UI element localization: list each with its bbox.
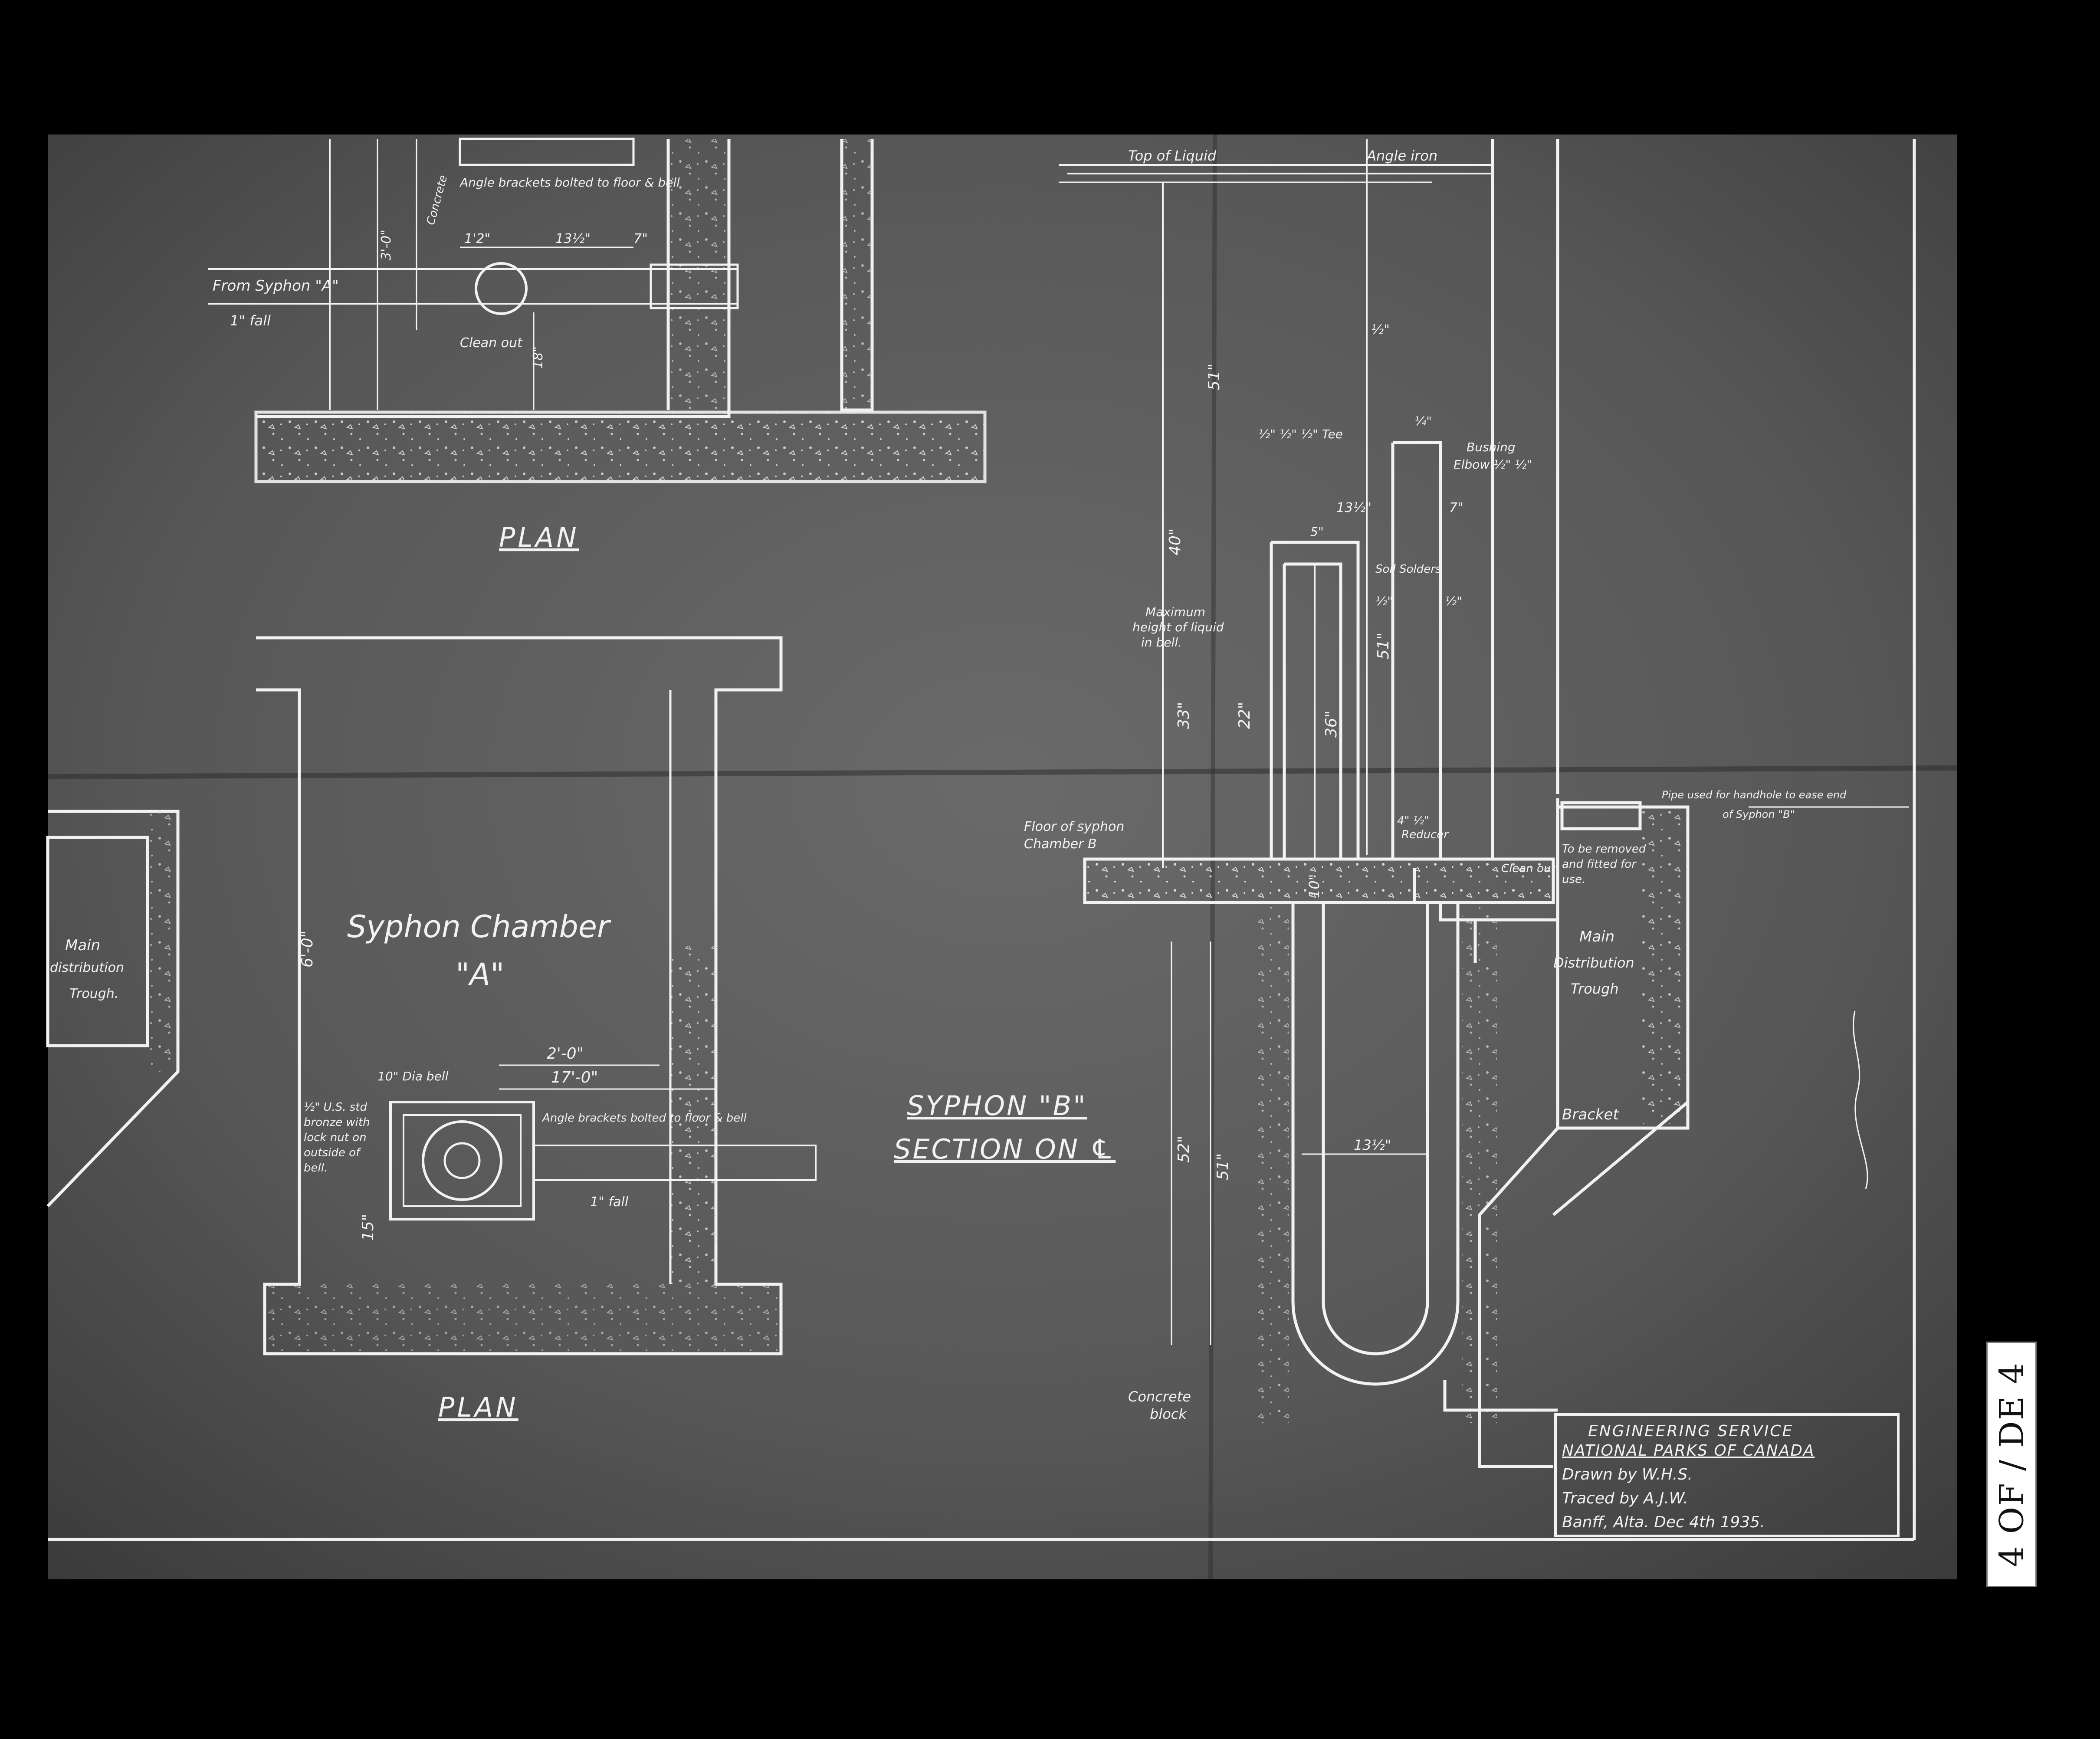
top-plan-dim-1: 1'2" <box>464 231 490 246</box>
section-b-dim-13half-b: 13½" <box>1354 1137 1391 1153</box>
section-b-concrete-block-2: block <box>1150 1406 1187 1422</box>
chamber-a-caption: PLAN <box>438 1391 518 1423</box>
chamber-a-dim-15: 15" <box>359 1214 377 1241</box>
section-b-tee: ½" ½" ½" Tee <box>1258 427 1343 441</box>
section-title-line2: SECTION ON ℄ <box>894 1133 1116 1165</box>
section-b-max-height-3: in bell. <box>1141 635 1182 650</box>
section-b-to-be-removed-2: and fitted for <box>1562 858 1637 871</box>
title-block-box <box>1554 1413 1900 1537</box>
left-trough-line2: distribution <box>50 960 124 975</box>
section-b-max-height-1: Maximum <box>1145 605 1205 619</box>
left-trough-line1: Main <box>65 937 100 954</box>
section-b-dim-51-c: 51" <box>1214 1153 1232 1180</box>
section-b-dim-22: 22" <box>1236 702 1253 729</box>
chamber-a-bolts-4: outside of <box>304 1146 361 1159</box>
microfilm-frame-label-text: 4 OF / DE 4 <box>1992 1362 2031 1567</box>
section-b-dim-33: 33" <box>1175 702 1193 729</box>
section-b-angle-iron: Angle iron <box>1366 148 1437 164</box>
title-block-line4: Traced by A.J.W. <box>1562 1490 1688 1507</box>
section-b-dim-36: 36" <box>1322 711 1340 738</box>
section-b-dim-10: 10" <box>1306 874 1322 898</box>
chamber-a-dim-6-0: 6'-0" <box>299 931 316 968</box>
title-block-line5: Banff, Alta. Dec 4th 1935. <box>1562 1513 1765 1531</box>
microfilm-frame-label: 4 OF / DE 4 <box>1986 1342 2037 1587</box>
top-plan-from-syphon: From Syphon "A" <box>213 277 339 295</box>
top-plan-dim-3: 7" <box>633 231 648 246</box>
left-trough-drawing <box>46 810 180 1207</box>
title-block-line2: NATIONAL PARKS OF CANADA <box>1562 1442 1815 1460</box>
fold-line-vertical <box>1208 134 1217 1580</box>
chamber-a-bolts-1: ½" U.S. std <box>304 1101 367 1114</box>
section-b-to-be-removed-1: To be removed <box>1562 843 1646 856</box>
top-plan-drawing <box>208 138 987 483</box>
chamber-a-title-line1: Syphon Chamber <box>347 909 611 945</box>
section-b-reducer-2: Reducer <box>1401 828 1449 841</box>
section-b-dim-half-c: ½" <box>1445 594 1462 608</box>
chamber-a-dim-17-0: 17'-0" <box>551 1069 598 1086</box>
top-plan-clean-out: Clean out <box>460 335 523 351</box>
section-b-dim-5: 5" <box>1310 525 1324 539</box>
top-plan-caption: PLAN <box>499 522 579 553</box>
chamber-a-bolts-5: bell. <box>304 1162 328 1175</box>
section-b-trough-2: Distribution <box>1553 955 1634 971</box>
chamber-a-bolts-3: lock nut on <box>304 1131 367 1144</box>
section-b-pipe-note-2: of Syphon "B" <box>1723 808 1795 820</box>
section-b-trough-3: Trough <box>1571 981 1619 997</box>
chamber-a-drawing <box>256 636 817 1355</box>
section-b-dim-51-b: 51" <box>1375 633 1392 660</box>
section-b-dim-half-b: ½" <box>1375 594 1393 608</box>
chamber-a-title-line2: "A" <box>456 957 504 992</box>
top-plan-dim-18: 18" <box>531 346 546 369</box>
section-title-line1: SYPHON "B" <box>907 1090 1087 1122</box>
chamber-a-bolts-2: bronze with <box>304 1116 370 1129</box>
section-b-to-be-removed-3: use. <box>1562 873 1585 886</box>
left-trough-line3: Trough. <box>69 986 118 1001</box>
chamber-a-bell-dia: 10" Dia bell <box>377 1069 449 1083</box>
title-block-line3: Drawn by W.H.S. <box>1562 1466 1693 1483</box>
title-block-line1: ENGINEERING SERVICE <box>1588 1422 1793 1440</box>
section-b-bracket: Bracket <box>1562 1106 1619 1123</box>
section-b-concrete-block-1: Concrete <box>1128 1388 1191 1405</box>
chamber-a-angle-brackets: Angle brackets bolted to floor & bell <box>541 1112 747 1125</box>
section-b-floor-2: Chamber B <box>1024 837 1097 852</box>
top-plan-dim-2: 13½" <box>555 231 591 246</box>
section-b-dim-13half-a: 13½" <box>1336 500 1372 515</box>
section-b-top-of-liquid: Top of Liquid <box>1128 148 1217 164</box>
section-b-dim-half-a: ½" <box>1371 322 1390 338</box>
section-b-dim-40: 40" <box>1166 528 1184 555</box>
section-b-pipe-note-1: Pipe used for handhole to ease end <box>1662 789 1847 801</box>
chamber-a-dim-2-0: 2'-0" <box>547 1045 584 1063</box>
section-b-dim-52: 52" <box>1175 1136 1193 1163</box>
section-b-floor-1: Floor of syphon <box>1024 819 1124 834</box>
section-b-soil-solders: Soil Solders <box>1375 563 1441 576</box>
top-plan-dim-3-0: 3'-0" <box>379 230 394 260</box>
section-b-dim-51-a: 51" <box>1205 364 1223 390</box>
section-b-max-height-2: height of liquid <box>1132 620 1224 634</box>
section-b-bushing: Bushing <box>1467 440 1516 454</box>
section-b-drawing <box>1059 139 1909 1468</box>
top-plan-angle-brackets: Angle brackets bolted to floor & bell <box>459 175 680 190</box>
section-b-elbow: Elbow ½" ½" <box>1454 457 1532 472</box>
fold-line-horizontal <box>47 765 1957 779</box>
section-b-trough-1: Main <box>1579 928 1614 945</box>
section-b-reducer-1: 4" ½" <box>1397 814 1429 827</box>
top-plan-fall: 1" fall <box>230 312 271 329</box>
section-b-dim-7: 7" <box>1449 500 1463 515</box>
section-b-dim-quarter: ¼" <box>1414 414 1432 428</box>
chamber-a-fall: 1" fall <box>590 1194 629 1210</box>
section-b-clean-out: Clean out <box>1501 862 1555 875</box>
